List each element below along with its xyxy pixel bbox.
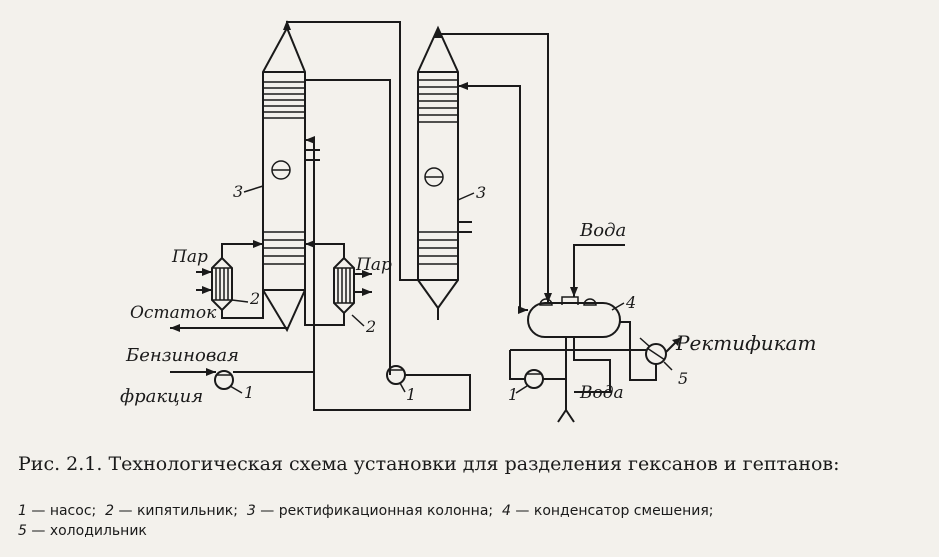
- figure-caption: Рис. 2.1. Технологическая схема установк…: [18, 452, 918, 476]
- callout-column-left: 3: [233, 182, 243, 201]
- tray-group-lower: [418, 231, 458, 265]
- label-steam-left: Пар: [171, 247, 208, 267]
- tray-group-upper: [263, 81, 305, 119]
- callout-cooler: 5: [678, 369, 688, 388]
- callout-reboiler-left: 2: [249, 289, 260, 308]
- callout-reboiler-right: 2: [365, 317, 376, 336]
- tray-group-upper: [418, 79, 458, 123]
- label-feed-line2: фракция: [120, 386, 203, 407]
- caption-title: Рис. 2.1. Технологическая схема установк…: [18, 453, 840, 475]
- label-product: Ректификат: [675, 331, 816, 355]
- flow-arrows: [170, 20, 680, 376]
- legend-item-1: 1 — насос;: [18, 503, 97, 519]
- column-right: [417, 25, 459, 310]
- legend-item-4: 4 — конденсатор смешения;: [502, 503, 714, 519]
- cooler: [639, 337, 673, 371]
- pump-feed: [214, 370, 234, 390]
- legend-item-5: 5 — холодильник: [18, 523, 147, 539]
- label-water-bottom: Вода: [579, 383, 624, 403]
- callout-pump-right: 1: [508, 385, 518, 404]
- label-residue: Остаток: [130, 303, 217, 323]
- legend-item-2: 2 — кипятильник;: [105, 503, 238, 519]
- column-left: [262, 25, 306, 333]
- callout-pump-feed: 1: [244, 383, 254, 402]
- figure-legend: 1 — насос; 2 — кипятильник; 3 — ректифик…: [18, 501, 923, 541]
- reboiler-right: [333, 256, 355, 315]
- label-feed-line1: Бензиновая: [125, 345, 239, 366]
- piping: [170, 21, 681, 423]
- label-water-top: Вода: [579, 220, 626, 241]
- callout-condenser: 4: [625, 293, 636, 312]
- legend-item-3: 3 — ректификационная колонна;: [246, 503, 494, 519]
- tray-group-lower: [263, 231, 305, 265]
- callout-pump-middle: 1: [406, 385, 416, 404]
- pump-right: [524, 369, 544, 389]
- label-steam-right: Пар: [355, 255, 392, 275]
- callout-column-right: 3: [476, 183, 486, 202]
- mixing-condenser: [527, 296, 621, 338]
- process-flow-diagram: Пар Пар Остаток Бензиновая фракция Вода …: [120, 20, 816, 423]
